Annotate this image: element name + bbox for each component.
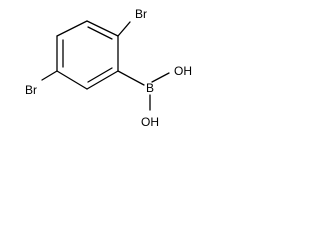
molecule-structure: Br Br B OH OH [25,7,192,129]
bond-c2-br [117,21,131,37]
ring-bond-c3-c4 [86,70,119,90]
bromine-atom-top: Br [135,7,147,21]
ring-double-bond-c3-c4 [87,67,113,83]
ring-bond-c1-c2 [86,20,119,37]
hydroxyl-group-upper: OH [174,64,192,78]
bond-b-oh-upper [151,72,170,83]
bond-c3-b [117,70,145,86]
ring-double-bond-c1-c2 [87,26,113,40]
boron-atom: B [146,81,154,95]
hydroxyl-group-lower: OH [141,115,159,129]
bromine-atom-left: Br [25,83,37,97]
ring-bond-c6-c1 [56,20,88,37]
bond-c5-br [41,70,58,81]
ring-bond-c4-c5 [56,70,88,90]
